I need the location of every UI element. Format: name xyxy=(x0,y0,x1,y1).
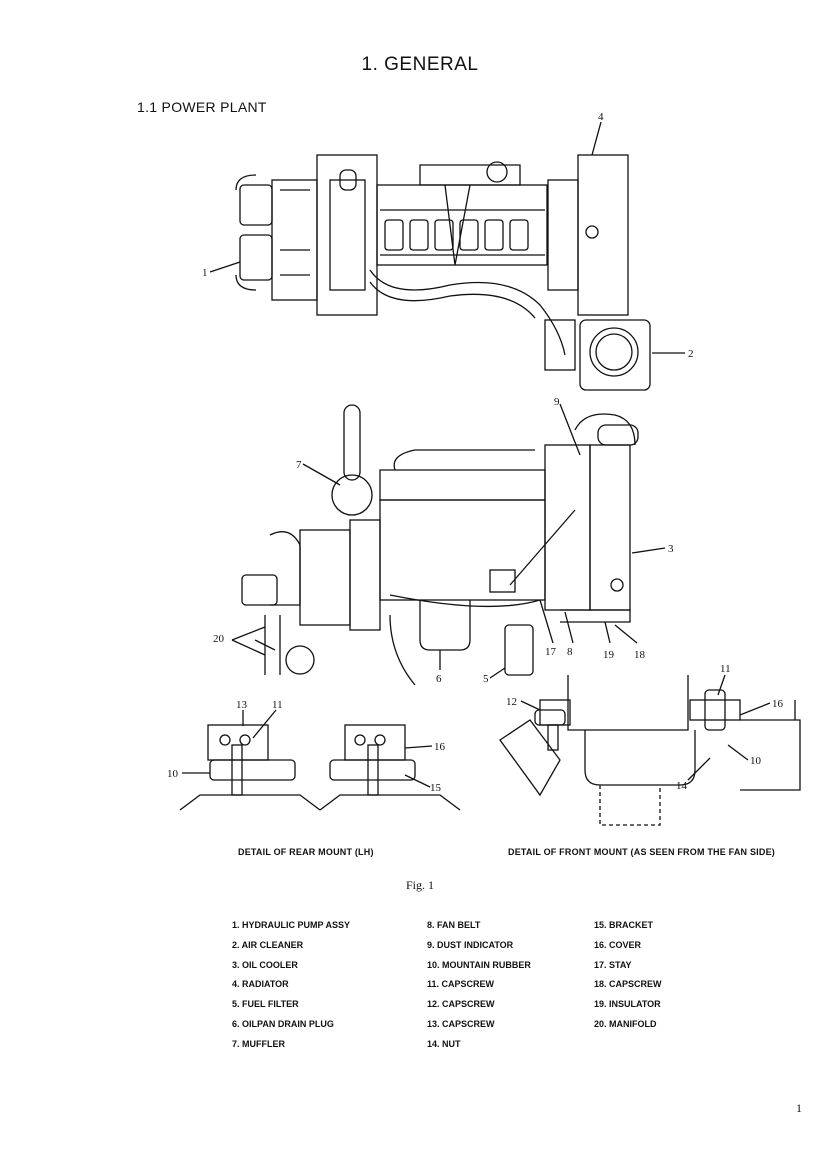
legend-item: 19. INSULATOR xyxy=(594,999,661,1010)
callout-rear-16: 16 xyxy=(434,741,446,753)
callout-5: 5 xyxy=(483,673,489,685)
figure-label: Fig. 1 xyxy=(405,878,434,892)
legend-item: 8. FAN BELT xyxy=(427,920,481,930)
callout-front-12: 12 xyxy=(506,696,517,708)
legend-item: 5. FUEL FILTER xyxy=(232,999,299,1010)
callout-front-16: 16 xyxy=(772,698,784,710)
callout-9: 9 xyxy=(554,396,560,408)
front-mount-detail xyxy=(499,675,801,826)
callout-1: 1 xyxy=(202,267,208,279)
legend-column-2: 8. FAN BELT 9. DUST INDICATOR 10. MOUNTA… xyxy=(427,920,594,1059)
callout-rear-13: 13 xyxy=(236,699,248,711)
legend-column-3: 15. BRACKET 16. COVER 17. STAY 18. CAPSC… xyxy=(594,920,662,1059)
callout-front-14: 14 xyxy=(676,780,688,792)
callout-7: 7 xyxy=(296,459,302,471)
callout-8: 8 xyxy=(567,646,573,658)
callout-3: 3 xyxy=(668,543,674,555)
legend-item: 16. COVER xyxy=(594,939,642,950)
callout-4: 4 xyxy=(598,111,604,123)
legend-item: 10. MOUNTAIN RUBBER xyxy=(427,959,531,970)
legend-item: 17. STAY xyxy=(594,959,632,970)
callout-17: 17 xyxy=(545,646,557,658)
callout-6: 6 xyxy=(436,673,442,685)
rear-mount-caption: DETAIL OF REAR MOUNT (LH) xyxy=(238,847,374,857)
legend-item: 12. CAPSCREW xyxy=(427,999,495,1010)
rear-mount-detail-2 xyxy=(319,724,461,811)
legend-item: 1. HYDRAULIC PUMP ASSY xyxy=(232,920,351,930)
callout-20: 20 xyxy=(213,633,225,645)
legend-item: 6. OILPAN DRAIN PLUG xyxy=(232,1018,334,1029)
section-heading: 1.1 POWER PLANT xyxy=(137,99,267,115)
legend-item: 9. DUST INDICATOR xyxy=(427,939,514,950)
legend-item: 2. AIR CLEANER xyxy=(232,939,304,950)
legend-item: 15. BRACKET xyxy=(594,920,654,930)
engine-side-view xyxy=(241,404,639,686)
callout-rear-11: 11 xyxy=(272,699,283,711)
legend-item: 20. MANIFOLD xyxy=(594,1018,657,1029)
legend-item: 14. NUT xyxy=(427,1038,461,1049)
callout-18: 18 xyxy=(634,649,646,661)
callout-front-10: 10 xyxy=(750,755,762,767)
legend-item: 7. MUFFLER xyxy=(232,1038,285,1049)
legend-column-1: 1. HYDRAULIC PUMP ASSY 2. AIR CLEANER 3.… xyxy=(232,920,427,1059)
legend-item: 13. CAPSCREW xyxy=(427,1018,495,1029)
legend-item: 3. OIL COOLER xyxy=(232,959,298,970)
legend-item: 4. RADIATOR xyxy=(232,979,289,990)
callout-2: 2 xyxy=(688,348,694,360)
parts-legend: 1. HYDRAULIC PUMP ASSY 2. AIR CLEANER 3.… xyxy=(232,920,752,1059)
engine-top-view xyxy=(235,154,651,391)
front-mount-caption: DETAIL OF FRONT MOUNT (AS SEEN FROM THE … xyxy=(508,847,775,857)
callout-front-11: 11 xyxy=(720,663,731,675)
rear-mount-detail-1 xyxy=(179,724,321,811)
page-number: 1 xyxy=(796,1101,802,1115)
callout-rear-15: 15 xyxy=(430,782,442,794)
callout-rear-10: 10 xyxy=(167,768,179,780)
legend-item: 11. CAPSCREW xyxy=(427,979,495,990)
legend-item: 18. CAPSCREW xyxy=(594,979,662,990)
callout-19: 19 xyxy=(603,649,615,661)
page-title: 1. GENERAL xyxy=(361,54,479,75)
